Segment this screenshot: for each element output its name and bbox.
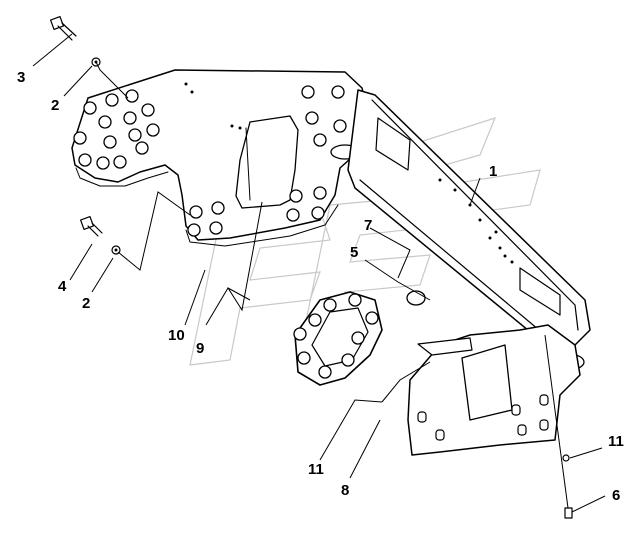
bolt-4-icon [79,215,103,237]
adapter-flange [293,290,426,386]
callout-2-lower: 2 [82,295,90,312]
callout-3: 3 [17,69,25,86]
callout-4: 4 [58,278,67,295]
callout-6: 6 [612,487,620,504]
mounting-plate-lower [407,324,581,456]
callout-11-left: 11 [308,461,324,478]
leader-lines [32,33,606,513]
bolt-6-icon [564,507,573,519]
callout-9: 9 [196,340,204,357]
callout-10: 10 [168,327,185,344]
callout-1: 1 [489,163,497,180]
callout-8: 8 [341,482,349,499]
washer-11-right-icon [562,454,570,462]
mounting-plate-upper [71,69,373,247]
callout-7: 7 [364,217,372,234]
callout-5: 5 [350,244,358,261]
callout-11-right: 11 [608,433,624,450]
frame-beam [347,89,591,371]
callout-2-upper: 2 [51,97,59,114]
bolt-3-icon [49,15,77,41]
